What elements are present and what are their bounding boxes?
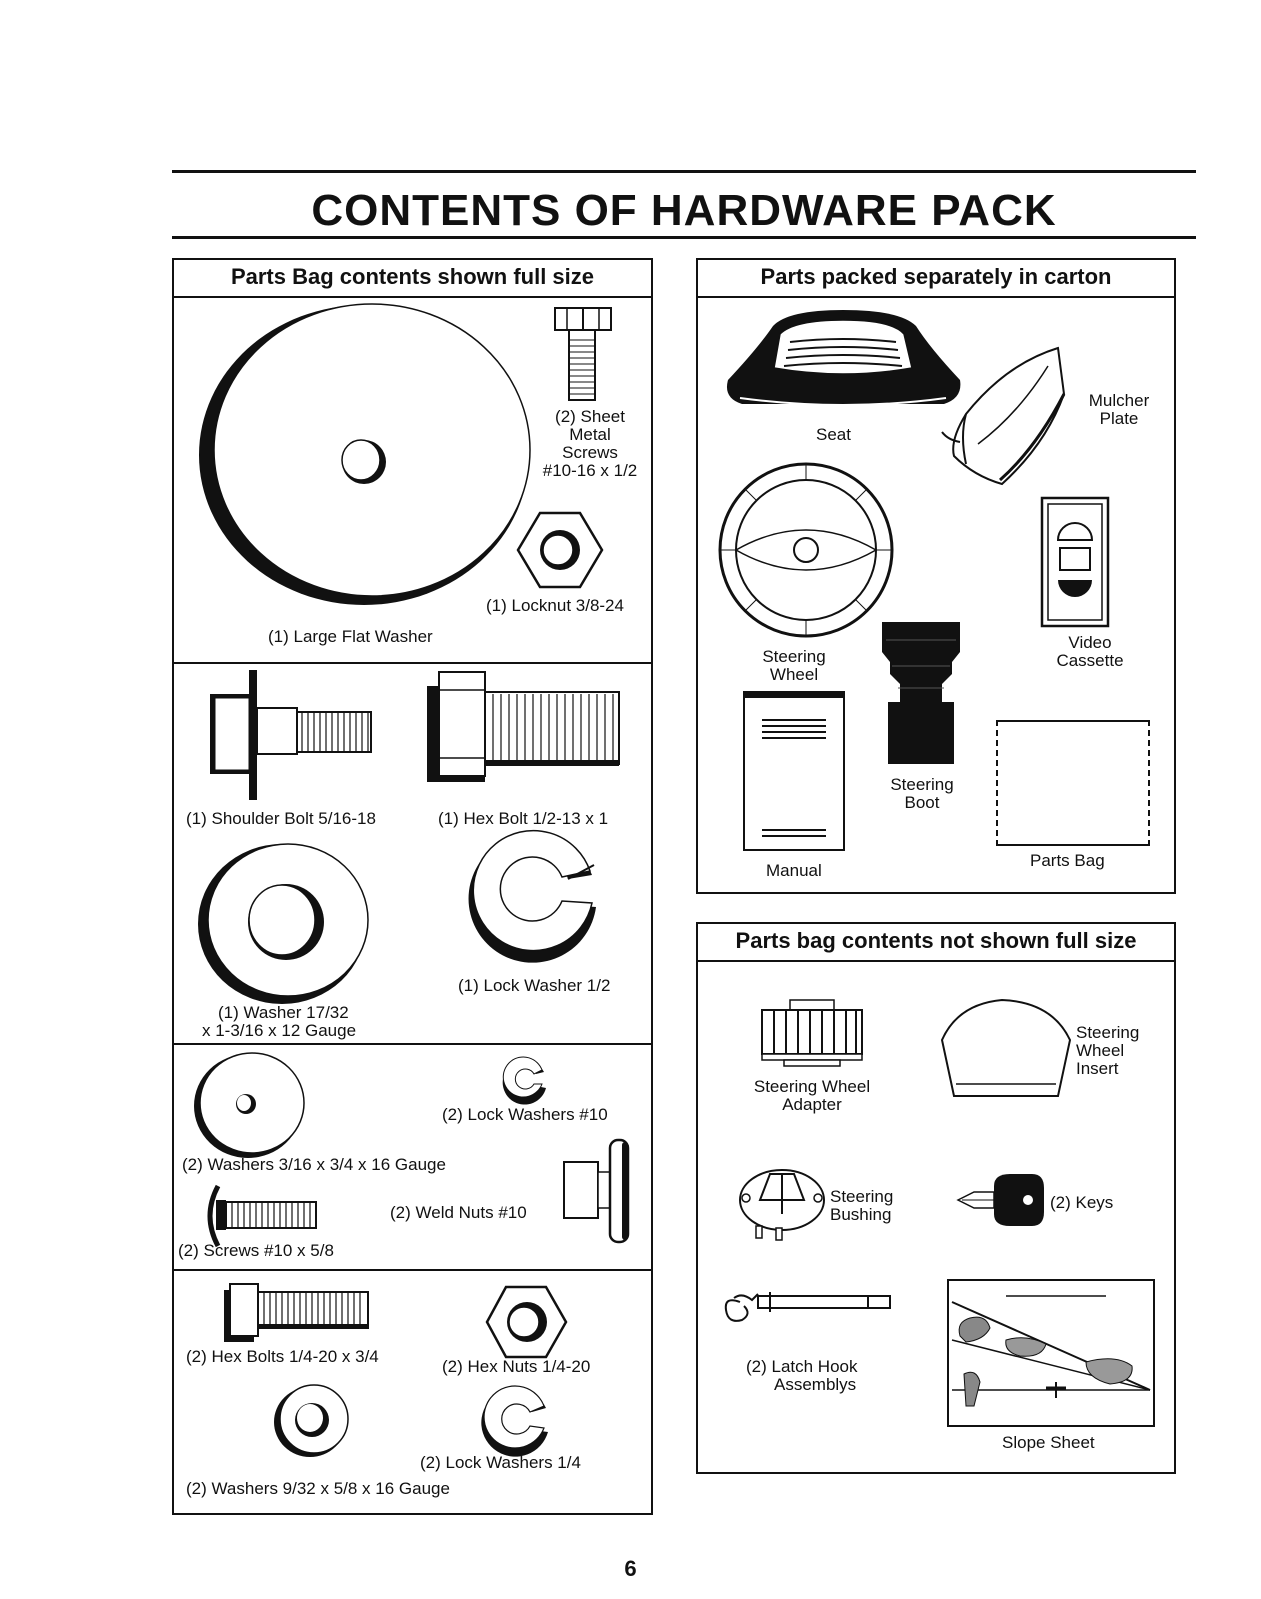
washer-17-32-icon [198,843,369,1004]
slope-sheet-label: Slope Sheet [1002,1433,1095,1452]
parts-bag-not-full-size-panel: Parts bag contents not shown full size [696,922,1176,1474]
hex-bolt-icon [427,671,620,782]
seat-icon [726,310,961,406]
lock-washer-10-icon [502,1056,546,1105]
mulcher-plate-icon [941,346,1066,486]
video-cassette-icon [1040,496,1110,628]
panel-heading: Parts packed separately in carton [698,260,1174,298]
steering-wheel-insert-icon [940,998,1072,1097]
hex-bolt-quarter-icon [224,1283,369,1342]
lock-washer-half-label: (1) Lock Washer 1/2 [458,976,611,995]
lock-washer-quarter-icon [481,1385,548,1457]
steering-bushing-icon [739,1169,825,1241]
carton-parts-panel: Parts packed separately in carton [696,258,1176,894]
section-divider [174,1043,651,1045]
lock-washers-10-label: (2) Lock Washers #10 [442,1105,608,1124]
panel-heading: Parts bag contents not shown full size [698,924,1174,962]
washer-3-16-icon [194,1052,305,1158]
panel-heading: Parts Bag contents shown full size [174,260,651,298]
shoulder-bolt-icon [210,670,372,800]
steering-wheel-icon [718,462,894,638]
weld-nut-icon [563,1138,630,1244]
section-divider [174,662,651,664]
screws-10-label: (2) Screws #10 x 5/8 [178,1241,334,1260]
top-rule [172,170,1196,173]
steering-wheel-adapter-label: Steering Wheel Adapter [753,1077,871,1114]
lock-washers-quarter-label: (2) Lock Washers 1/4 [420,1453,581,1472]
slope-sheet-icon [947,1279,1155,1427]
washers-9-32-label: (2) Washers 9/32 x 5/8 x 16 Gauge [186,1479,450,1498]
large-flat-washer-icon [199,303,531,605]
section-divider [174,1269,651,1271]
steering-boot-icon [882,622,960,764]
steering-wheel-insert-label: Steering Wheel Insert [1076,1023,1140,1078]
washers-3-16-label: (2) Washers 3/16 x 3/4 x 16 Gauge [182,1155,446,1174]
sheet-metal-screw-icon [554,307,612,401]
locknut-icon [516,511,604,589]
steering-bushing-label: Steering Bushing [830,1187,894,1224]
large-flat-washer-label: (1) Large Flat Washer [268,627,433,646]
hex-bolts-quarter-label: (2) Hex Bolts 1/4-20 x 3/4 [186,1347,379,1366]
hex-bolt-label: (1) Hex Bolt 1/2-13 x 1 [438,809,609,828]
steering-wheel-label: Steering Wheel [762,647,826,684]
sheet-metal-screws-label: (2) Sheet Metal Screws #10-16 x 1/2 [542,407,638,480]
hex-nuts-label: (2) Hex Nuts 1/4-20 [442,1357,591,1376]
steering-boot-label: Steering Boot [890,775,954,812]
manual-icon [743,691,845,851]
washer-17-32-label: (1) Washer 17/32 x 1-3/16 x 12 Gauge [202,1003,357,1040]
page-title: CONTENTS OF HARDWARE PACK [311,186,1057,235]
latch-hook-icon [724,1292,891,1322]
seat-label: Seat [816,425,851,444]
mulcher-plate-label: Mulcher Plate [1088,391,1150,428]
steering-wheel-adapter-icon [761,999,863,1067]
keys-label: (2) Keys [1050,1193,1114,1212]
parts-bag-label: Parts Bag [1030,851,1105,870]
screw-10-icon [207,1184,317,1248]
title-underline [172,236,1196,239]
latch-hook-label: (2) Latch Hook Assemblys [746,1357,858,1394]
shoulder-bolt-label: (1) Shoulder Bolt 5/16-18 [186,809,376,828]
video-cassette-label: Video Cassette [1056,633,1124,670]
key-icon [956,1174,1044,1226]
washer-9-32-icon [274,1384,349,1457]
locknut-label: (1) Locknut 3/8-24 [486,596,624,615]
parts-bag-full-size-panel: Parts Bag contents shown full size [172,258,653,1515]
weld-nuts-label: (2) Weld Nuts #10 [390,1203,527,1222]
lock-washer-half-icon [468,829,596,963]
hex-nut-icon [485,1285,568,1359]
page-number: 6 [624,1556,637,1581]
manual-label: Manual [766,861,822,880]
parts-bag-icon [996,720,1150,846]
